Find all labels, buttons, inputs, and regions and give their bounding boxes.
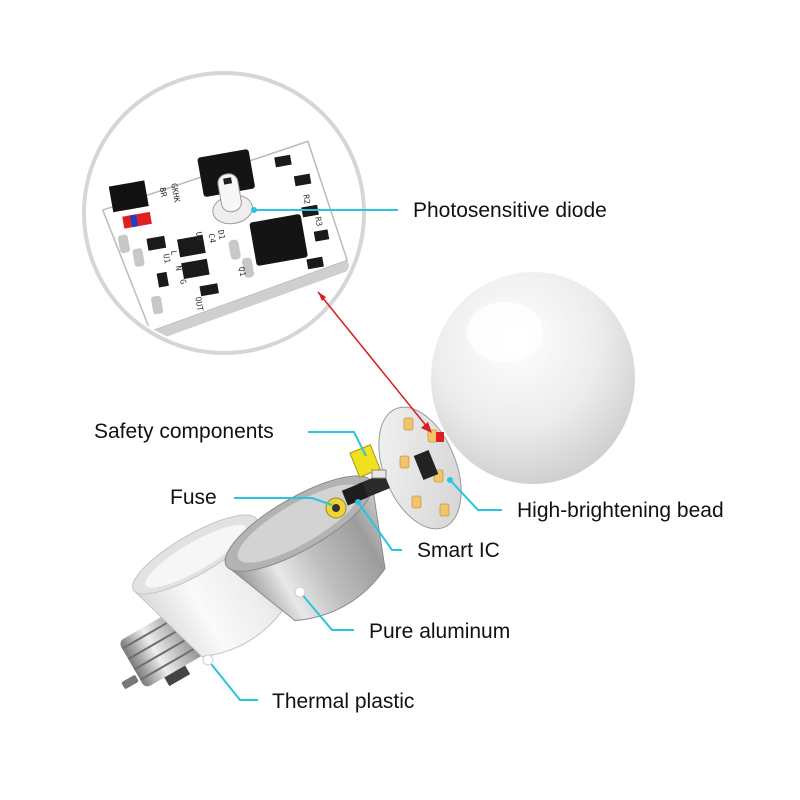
pcb-marking-g: G (178, 278, 188, 284)
pcb-marking-r3: R3 (313, 216, 324, 227)
driver-ic-chip (249, 214, 308, 266)
photosensitive-diode-component (212, 173, 253, 225)
leader-lines (207, 209, 502, 701)
leader-high-brightening-bead (449, 479, 502, 511)
magnifier-circle: BR GKHK D1 C4 U2 R2 R3 Q1 OUT L N G U1 (82, 71, 366, 355)
smart-ic-component (341, 482, 369, 506)
led-board (378, 406, 462, 530)
pcb-marking-c4: C4 (207, 233, 218, 244)
pcb-chip (108, 180, 149, 213)
pcb-marking-q1: Q1 (237, 266, 248, 277)
label-fuse: Fuse (170, 486, 217, 509)
pcb-board: BR GKHK D1 C4 U2 R2 R3 Q1 OUT L N G U1 (101, 140, 351, 342)
pcb-marking-r2: R2 (301, 194, 312, 205)
pcb-marking-u2: U2 (194, 231, 205, 242)
label-photosensitive-diode: Photosensitive diode (413, 199, 607, 222)
pointer-arrow (317, 291, 432, 433)
pcb-marking-out: OUT (193, 296, 204, 312)
label-smart-ic: Smart IC (417, 539, 500, 562)
pcb-marking-n: N (174, 265, 184, 271)
bulb-dome (431, 272, 635, 484)
leader-fuse (234, 497, 333, 506)
pcb-marking-u1: U1 (161, 253, 172, 264)
label-safety-components: Safety components (94, 420, 274, 443)
pcb-marking-d1: D1 (216, 229, 227, 240)
label-pure-aluminum: Pure aluminum (369, 620, 510, 643)
leader-thermal-plastic (207, 659, 258, 701)
label-high-brightening-bead: High-brightening bead (517, 499, 724, 522)
pcb-marking-code: BR (158, 187, 169, 198)
leader-safety-components (308, 431, 367, 457)
leader-pure-aluminum (299, 591, 354, 631)
fuse-component (325, 497, 347, 519)
leader-smart-ic (357, 501, 402, 551)
pcb-marking-l: L (169, 250, 179, 256)
label-thermal-plastic: Thermal plastic (272, 690, 414, 713)
smart-ic-chip (197, 149, 255, 197)
pcb-marking-brand: GKHK (169, 183, 181, 204)
